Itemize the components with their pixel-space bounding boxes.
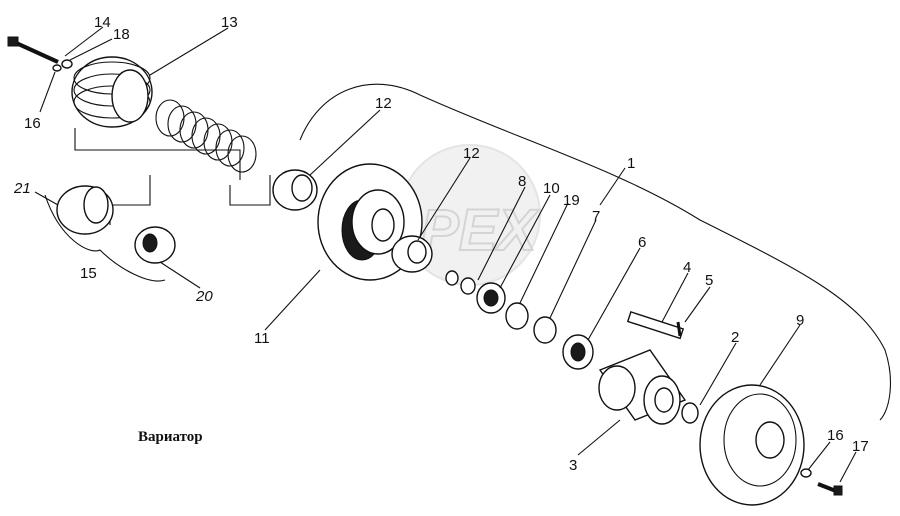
- callout-16-upper: 16: [24, 115, 41, 132]
- part-3-sleeve: [598, 349, 687, 425]
- callout-7: 7: [592, 208, 600, 225]
- part-14-bolt: [7, 36, 59, 64]
- part-6-bearing: [562, 334, 594, 370]
- part-7-circlip: [533, 316, 557, 344]
- callout-6: 6: [638, 234, 646, 251]
- callout-14: 14: [94, 14, 111, 31]
- part-8-ring: [460, 277, 476, 295]
- part-13-spring: [155, 99, 257, 173]
- diagram-caption: Вариатор: [138, 429, 203, 445]
- callout-2: 2: [731, 329, 739, 346]
- part-16-nut-upper: [52, 64, 62, 72]
- callout-12-right: 12: [463, 145, 480, 162]
- callout-20: 20: [195, 288, 213, 305]
- callout-17: 17: [852, 438, 869, 455]
- callout-18: 18: [113, 26, 130, 43]
- callout-10: 10: [543, 180, 560, 197]
- callout-9: 9: [796, 312, 804, 329]
- part-ring-small-a: [445, 270, 459, 286]
- group-15-bracket: [44, 194, 166, 282]
- leader-lines: [34, 26, 857, 483]
- part-10-ring: [505, 302, 529, 330]
- callout-16-lower: 16: [827, 427, 844, 444]
- part-4-key: [626, 311, 685, 340]
- part-19-bearing: [476, 282, 506, 314]
- part-12-bushing-right: [391, 235, 433, 273]
- callout-13: 13: [221, 14, 238, 31]
- part-20-hub: [134, 226, 176, 264]
- part-5-pin: [676, 321, 682, 337]
- callout-15: 15: [80, 265, 97, 282]
- callout-21: 21: [13, 180, 31, 197]
- callout-11: 11: [254, 330, 270, 347]
- callout-3: 3: [569, 457, 577, 474]
- part-16-nut-lower: [800, 468, 812, 478]
- callout-5: 5: [705, 272, 713, 289]
- part-21-cup: [56, 185, 114, 235]
- callout-4: 4: [683, 259, 691, 276]
- part-17-bolt: [817, 482, 843, 496]
- part-18-washer: [61, 59, 73, 69]
- callout-19: 19: [563, 192, 580, 209]
- part-9-pulley: [699, 384, 805, 506]
- assembly-bracket: [299, 83, 891, 421]
- part-13-drum: [71, 56, 153, 128]
- callout-1: 1: [627, 155, 635, 172]
- part-12-bushing-left: [272, 169, 318, 211]
- callout-12-left: 12: [375, 95, 392, 112]
- part-2-washer: [681, 402, 699, 424]
- callout-8: 8: [518, 173, 526, 190]
